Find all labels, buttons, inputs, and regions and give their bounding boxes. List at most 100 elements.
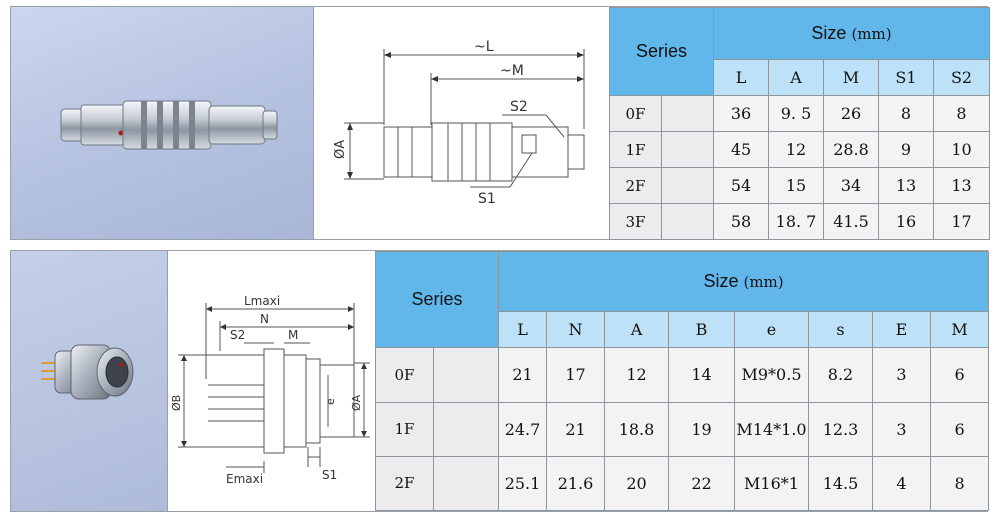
value-cell: 21 bbox=[498, 347, 547, 403]
receptacle-connector-photo bbox=[11, 251, 167, 511]
dim-label-s2: S2 bbox=[230, 328, 245, 342]
value-cell: 16 bbox=[878, 203, 934, 240]
column-header: L bbox=[713, 59, 769, 96]
blank-cell bbox=[433, 347, 499, 403]
value-cell: 9. 5 bbox=[768, 95, 824, 132]
value-cell: 12.3 bbox=[808, 401, 873, 457]
value-cell: 6 bbox=[929, 401, 990, 457]
size-header: Size (mm) bbox=[712, 7, 991, 60]
series-cell: 1F bbox=[375, 401, 434, 457]
value-cell: 3 bbox=[872, 347, 931, 403]
value-cell: 3 bbox=[872, 401, 931, 457]
series-cell: 0F bbox=[375, 347, 434, 403]
dim-label-m: M bbox=[288, 328, 298, 342]
series-header: Series bbox=[375, 250, 499, 349]
dim-label-l: ~L bbox=[474, 39, 494, 55]
column-header: M bbox=[929, 311, 990, 349]
value-cell: 14 bbox=[668, 347, 735, 403]
value-cell: 54 bbox=[713, 167, 769, 204]
column-header: L bbox=[498, 311, 547, 349]
value-cell: M16*1 bbox=[734, 455, 809, 512]
column-header: A bbox=[768, 59, 824, 96]
value-cell: 17 bbox=[932, 203, 991, 240]
table-row: 0F 36 9. 5 26 8 8 bbox=[609, 95, 991, 132]
value-cell: 8 bbox=[878, 95, 934, 132]
value-cell: 34 bbox=[823, 167, 879, 204]
dim-label-s1: S1 bbox=[322, 468, 337, 482]
blank-cell bbox=[661, 131, 714, 168]
dim-label-s1: S1 bbox=[478, 191, 496, 207]
blank-cell bbox=[661, 203, 714, 240]
table-row: 2F 54 15 34 13 13 bbox=[609, 167, 991, 204]
receptacle-connector-drawing: Lmaxi N S2 M ØB e ØA Emaxi S1 bbox=[167, 251, 376, 511]
series-cell: 1F bbox=[609, 131, 662, 168]
column-header: S1 bbox=[878, 59, 934, 96]
value-cell: 8.2 bbox=[808, 347, 873, 403]
value-cell: 36 bbox=[713, 95, 769, 132]
size-header: Size (mm) bbox=[497, 250, 990, 313]
value-cell: 13 bbox=[932, 167, 991, 204]
dim-label-e: e bbox=[324, 398, 337, 405]
column-header: e bbox=[734, 311, 809, 349]
table-row: 1F 24.7 21 18.8 19 M14*1.0 12.3 3 6 bbox=[375, 401, 990, 457]
column-header: B bbox=[668, 311, 735, 349]
series-cell: 3F bbox=[609, 203, 662, 240]
table-row: 0F 21 17 12 14 M9*0.5 8.2 3 6 bbox=[375, 347, 990, 403]
dim-label-m: ~M bbox=[500, 63, 524, 79]
dim-label-a: ØA bbox=[350, 394, 363, 411]
value-cell: 21.6 bbox=[546, 455, 605, 512]
value-cell: M14*1.0 bbox=[734, 401, 809, 457]
table-row: 3F 58 18. 7 41.5 16 17 bbox=[609, 203, 991, 240]
blank-cell bbox=[433, 401, 499, 457]
blank-cell bbox=[433, 455, 499, 512]
series-cell: 2F bbox=[609, 167, 662, 204]
value-cell: 8 bbox=[932, 95, 991, 132]
dim-label-s2: S2 bbox=[510, 99, 528, 115]
value-cell: 15 bbox=[768, 167, 824, 204]
column-header: E bbox=[872, 311, 931, 349]
column-header: A bbox=[604, 311, 669, 349]
value-cell: 24.7 bbox=[498, 401, 547, 457]
value-cell: 21 bbox=[546, 401, 605, 457]
value-cell: 12 bbox=[604, 347, 669, 403]
receptacle-connector-panel: Lmaxi N S2 M ØB e ØA Emaxi S1 Series Siz… bbox=[10, 250, 990, 512]
value-cell: M9*0.5 bbox=[734, 347, 809, 403]
value-cell: 58 bbox=[713, 203, 769, 240]
value-cell: 8 bbox=[929, 455, 990, 512]
series-cell: 2F bbox=[375, 455, 434, 512]
column-header: s bbox=[808, 311, 873, 349]
column-header: M bbox=[823, 59, 879, 96]
blank-cell bbox=[661, 167, 714, 204]
series-header: Series bbox=[609, 7, 714, 96]
receptacle-size-table: Series Size (mm) L N A B e s E M 0F 21 1… bbox=[375, 250, 990, 512]
value-cell: 18. 7 bbox=[768, 203, 824, 240]
value-cell: 14.5 bbox=[808, 455, 873, 512]
value-cell: 20 bbox=[604, 455, 669, 512]
plug-size-table: Series Size (mm) L A M S1 S2 0F 36 9. 5 … bbox=[609, 7, 991, 240]
dim-label-emaxi: Emaxi bbox=[226, 472, 263, 486]
value-cell: 45 bbox=[713, 131, 769, 168]
column-header: S2 bbox=[932, 59, 991, 96]
plug-connector-drawing: ~L ~M S2 S1 ØA bbox=[313, 7, 610, 239]
value-cell: 12 bbox=[768, 131, 824, 168]
value-cell: 28.8 bbox=[823, 131, 879, 168]
value-cell: 18.8 bbox=[604, 401, 669, 457]
column-header: N bbox=[546, 311, 605, 349]
value-cell: 6 bbox=[929, 347, 990, 403]
dim-label-lmaxi: Lmaxi bbox=[244, 294, 280, 308]
value-cell: 41.5 bbox=[823, 203, 879, 240]
value-cell: 22 bbox=[668, 455, 735, 512]
value-cell: 17 bbox=[546, 347, 605, 403]
value-cell: 19 bbox=[668, 401, 735, 457]
value-cell: 9 bbox=[878, 131, 934, 168]
table-row: 1F 45 12 28.8 9 10 bbox=[609, 131, 991, 168]
value-cell: 13 bbox=[878, 167, 934, 204]
dim-label-b: ØB bbox=[170, 395, 183, 411]
dim-label-a: ØA bbox=[333, 140, 348, 159]
plug-connector-panel: ~L ~M S2 S1 ØA Series Size (mm) L A M S1… bbox=[10, 6, 991, 240]
value-cell: 4 bbox=[872, 455, 931, 512]
dim-label-n: N bbox=[260, 312, 269, 326]
series-cell: 0F bbox=[609, 95, 662, 132]
table-row: 2F 25.1 21.6 20 22 M16*1 14.5 4 8 bbox=[375, 455, 990, 512]
value-cell: 10 bbox=[932, 131, 991, 168]
